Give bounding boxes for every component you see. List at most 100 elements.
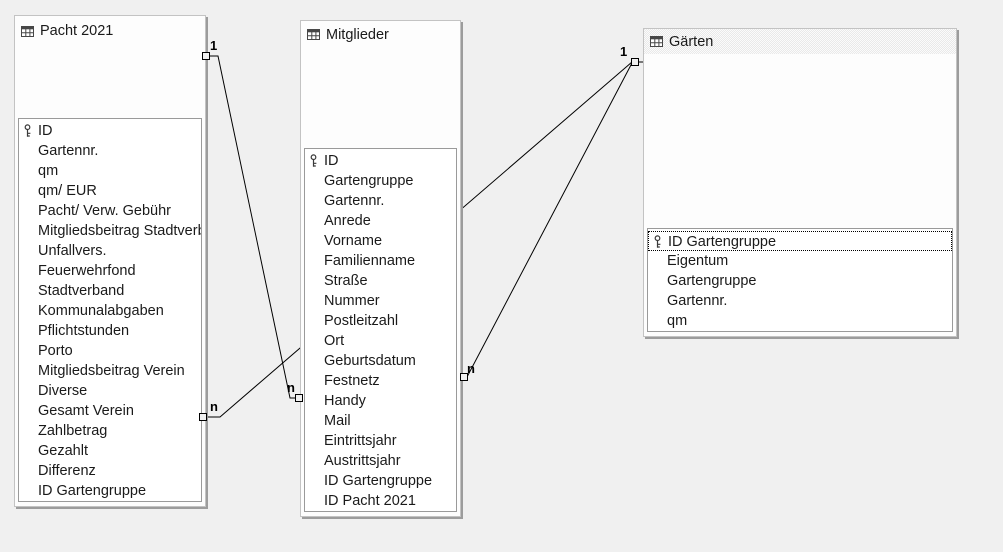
field-name: Mitgliedsbeitrag Verein bbox=[38, 363, 185, 379]
field-row[interactable]: Unfallvers. bbox=[19, 241, 201, 261]
field-name: Vorname bbox=[324, 233, 383, 249]
field-name: qm/ EUR bbox=[38, 183, 97, 199]
field-row[interactable]: ID Gartengruppe bbox=[305, 471, 456, 491]
field-name: Differenz bbox=[38, 463, 96, 479]
table-icon bbox=[21, 25, 34, 37]
field-row[interactable]: qm bbox=[19, 161, 201, 181]
field-row[interactable]: Gartengruppe bbox=[648, 271, 952, 291]
field-name: Feuerwehrfond bbox=[38, 263, 136, 279]
cardinality-label: n bbox=[467, 361, 475, 376]
field-row[interactable]: Feuerwehrfond bbox=[19, 261, 201, 281]
table-titlebar[interactable]: Pacht 2021 bbox=[15, 16, 205, 46]
field-row[interactable]: ID bbox=[305, 151, 456, 171]
field-name: Nummer bbox=[324, 293, 380, 309]
field-name: Geburtsdatum bbox=[324, 353, 416, 369]
field-name: ID Pacht 2021 bbox=[324, 493, 416, 509]
field-name: ID bbox=[38, 123, 53, 139]
field-name: Porto bbox=[38, 343, 73, 359]
table-title: Gärten bbox=[669, 33, 714, 50]
field-name: Gartennr. bbox=[324, 193, 385, 209]
field-row[interactable]: ID Pacht 2021 bbox=[305, 491, 456, 511]
field-row[interactable]: Ort bbox=[305, 331, 456, 351]
field-name: Gartengruppe bbox=[667, 273, 757, 289]
field-row[interactable]: Gartengruppe bbox=[305, 171, 456, 191]
field-row[interactable]: qm bbox=[648, 311, 952, 331]
field-row[interactable]: ID Gartengruppe bbox=[648, 231, 952, 251]
field-name: Ort bbox=[324, 333, 345, 349]
field-row[interactable]: Porto bbox=[19, 341, 201, 361]
table-titlebar[interactable]: Mitglieder bbox=[301, 21, 460, 48]
field-name: Familienname bbox=[324, 253, 416, 269]
field-row[interactable]: Festnetz bbox=[305, 371, 456, 391]
field-row[interactable]: Vorname bbox=[305, 231, 456, 251]
table-title: Pacht 2021 bbox=[40, 23, 114, 39]
field-name: ID bbox=[324, 153, 339, 169]
field-row[interactable]: Zahlbetrag bbox=[19, 421, 201, 441]
field-name: Pacht/ Verw. Gebühr bbox=[38, 203, 171, 219]
field-row[interactable]: Diverse bbox=[19, 381, 201, 401]
field-name: Kommunalabgaben bbox=[38, 303, 164, 319]
field-name: Mitgliedsbeitrag Stadtverband bbox=[38, 223, 201, 239]
field-row[interactable]: Gartennr. bbox=[648, 291, 952, 311]
field-name: ID Gartengruppe bbox=[38, 483, 147, 499]
field-row[interactable]: Differenz bbox=[19, 461, 201, 481]
field-name: Gartengruppe bbox=[324, 173, 414, 189]
field-row[interactable]: Austrittsjahr bbox=[305, 451, 456, 471]
field-row[interactable]: Handy bbox=[305, 391, 456, 411]
field-row[interactable]: Gesamt Verein bbox=[19, 401, 201, 421]
field-row[interactable]: Straße bbox=[305, 271, 456, 291]
table-window-pacht-2021[interactable]: Pacht 2021 ID Gartennr. qm qm/ EUR Pacht/ Ve… bbox=[14, 15, 206, 507]
cardinality-label: n bbox=[210, 399, 218, 414]
field-row[interactable]: Postleitzahl bbox=[305, 311, 456, 331]
field-name: Eintrittsjahr bbox=[324, 433, 397, 449]
field-row[interactable]: Anrede bbox=[305, 211, 456, 231]
field-row[interactable]: Stadtverband bbox=[19, 281, 201, 301]
field-name: Stadtverband bbox=[38, 283, 125, 299]
relationship-endpoint bbox=[631, 58, 639, 66]
table-icon bbox=[307, 29, 320, 40]
field-name: Mail bbox=[324, 413, 351, 429]
field-row[interactable]: Pacht/ Verw. Gebühr bbox=[19, 201, 201, 221]
relationship-endpoint bbox=[460, 373, 468, 381]
relationship-line[interactable] bbox=[461, 62, 633, 378]
field-row[interactable]: ID bbox=[19, 121, 201, 141]
field-name: Gartennr. bbox=[667, 293, 728, 309]
field-name: Postleitzahl bbox=[324, 313, 399, 329]
field-row[interactable]: ID Gartengruppe bbox=[19, 481, 201, 501]
field-row[interactable]: qm/ EUR bbox=[19, 181, 201, 201]
field-row[interactable]: Eigentum bbox=[648, 251, 952, 271]
field-row[interactable]: Nummer bbox=[305, 291, 456, 311]
field-row[interactable]: Mitgliedsbeitrag Stadtverband bbox=[19, 221, 201, 241]
field-name: ID Gartengruppe bbox=[324, 473, 433, 489]
cardinality-label: n bbox=[287, 380, 295, 395]
table-titlebar[interactable]: Gärten bbox=[644, 29, 956, 54]
field-name: Gartennr. bbox=[38, 143, 99, 159]
field-name: qm bbox=[38, 163, 59, 179]
field-row[interactable]: Mitgliedsbeitrag Verein bbox=[19, 361, 201, 381]
field-row[interactable]: Gezahlt bbox=[19, 441, 201, 461]
relationship-line[interactable] bbox=[209, 55, 296, 399]
table-icon bbox=[650, 36, 663, 47]
field-row[interactable]: Kommunalabgaben bbox=[19, 301, 201, 321]
field-name: Festnetz bbox=[324, 373, 380, 389]
cardinality-label: 1 bbox=[620, 44, 627, 59]
field-row[interactable]: Geburtsdatum bbox=[305, 351, 456, 371]
field-row[interactable]: Mail bbox=[305, 411, 456, 431]
field-name: Diverse bbox=[38, 383, 88, 399]
field-name: ID Gartengruppe bbox=[668, 234, 777, 250]
field-name: qm bbox=[667, 313, 688, 329]
field-row[interactable]: Gartennr. bbox=[305, 191, 456, 211]
field-name: Pflichtstunden bbox=[38, 323, 130, 339]
field-name: Anrede bbox=[324, 213, 371, 229]
field-row[interactable]: Familienname bbox=[305, 251, 456, 271]
field-row[interactable]: Pflichtstunden bbox=[19, 321, 201, 341]
cardinality-label: 1 bbox=[210, 38, 217, 53]
field-name: Austrittsjahr bbox=[324, 453, 401, 469]
field-row[interactable]: Gartennr. bbox=[19, 141, 201, 161]
field-row[interactable]: Eintrittsjahr bbox=[305, 431, 456, 451]
